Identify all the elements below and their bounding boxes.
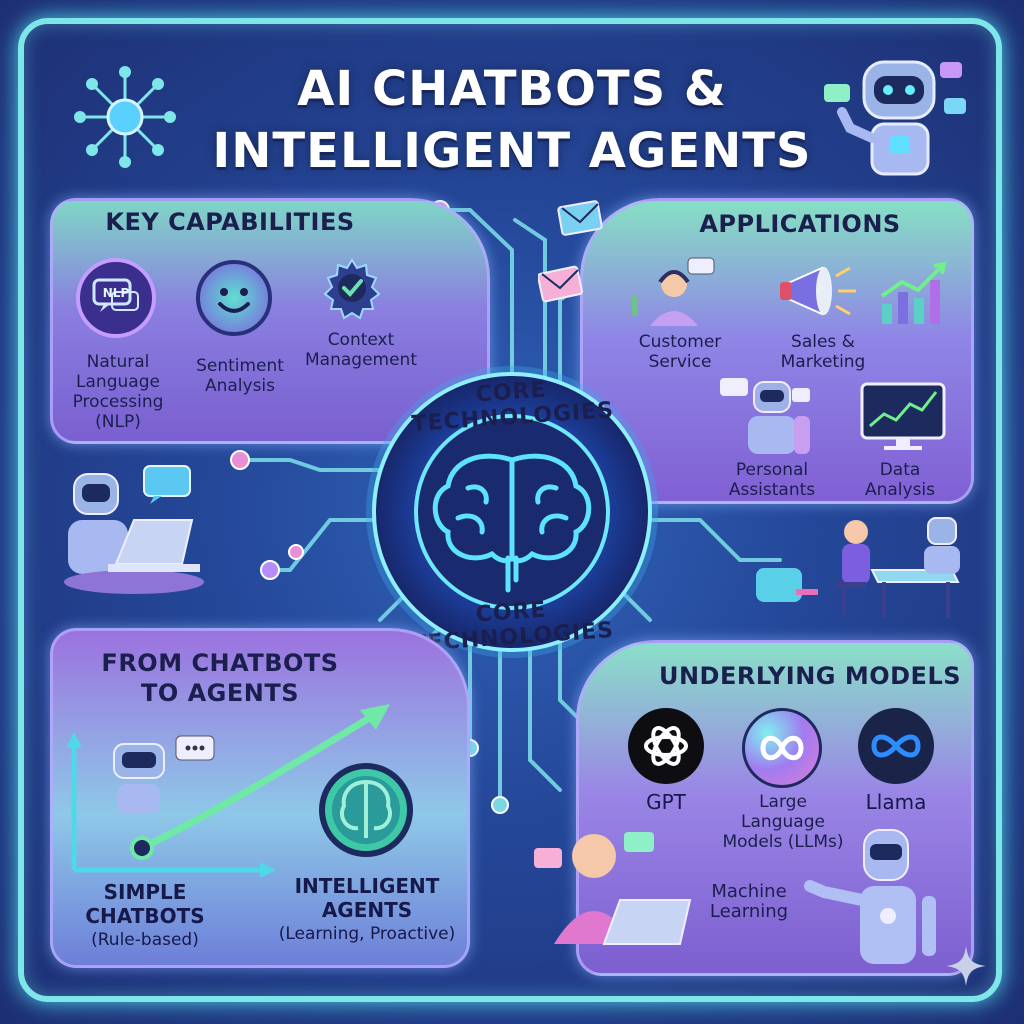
app-sales-marketing-label: Sales & Marketing [780, 332, 866, 372]
person-laptop-icon [534, 832, 692, 945]
app-data-analysis-label: Data Analysis [864, 460, 936, 500]
gpt-logo-icon [628, 708, 704, 784]
customer-service-agent-icon [632, 257, 715, 326]
outer-frame [18, 18, 1002, 1002]
sparkle-icon [946, 946, 986, 986]
app-personal-assistants-label: Personal Assistants [728, 460, 816, 500]
model-llms-label: Large Language Models (LLMs) [722, 792, 844, 852]
growth-chart-icon [880, 261, 947, 324]
robot-laptop-icon [64, 465, 204, 594]
waving-robot-icon [824, 60, 966, 176]
chatbot-to-agent-arrow [66, 704, 390, 878]
page-title: AI CHATBOTS & INTELLIGENT AGENTS [180, 58, 844, 182]
model-gpt-label: GPT [646, 790, 686, 814]
simple-chatbot-robot-icon [113, 735, 215, 814]
data-analysis-monitor-icon [860, 382, 946, 450]
smiley-face-icon [196, 260, 272, 336]
capability-context-label: Context Management [305, 330, 417, 370]
network-icon [74, 66, 176, 168]
pointing-robot-icon [804, 829, 936, 964]
capability-nlp-label: Natural Language Processing (NLP) [72, 352, 164, 432]
nlp-chat-icon [76, 258, 156, 338]
infinity-logo-icon [742, 708, 822, 788]
key-capabilities-heading: KEY CAPABILITIES [105, 208, 355, 236]
human-robot-collaboration-icon [756, 517, 960, 618]
from-chatbots-heading: FROM CHATBOTS TO AGENTS [101, 649, 339, 707]
app-customer-service-label: Customer Service [638, 332, 722, 372]
title-line-2: INTELLIGENT AGENTS [212, 123, 812, 179]
intelligent-agent-brain-icon [319, 763, 413, 857]
gear-check-icon [323, 258, 381, 320]
llama-logo-icon [858, 708, 934, 784]
personal-assistant-robot-icon [720, 378, 810, 454]
applications-heading: APPLICATIONS [699, 210, 901, 238]
simple-chatbots-label: SIMPLE CHATBOTS (Rule-based) [85, 880, 205, 950]
email-envelopes-icon [538, 200, 603, 303]
title-line-1: AI CHATBOTS & [297, 61, 727, 117]
model-llama-label: Llama [865, 790, 927, 814]
brain-icon [432, 453, 592, 593]
intelligent-agents-label: INTELLIGENT AGENTS (Learning, Proactive) [278, 874, 456, 944]
capability-sentiment-label: Sentiment Analysis [196, 356, 284, 396]
nlp-badge-text: NLP [102, 286, 130, 300]
underlying-models-heading: UNDERLYING MODELS [658, 662, 962, 690]
model-ml-label: Machine Learning [709, 881, 789, 922]
megaphone-icon [780, 266, 856, 316]
